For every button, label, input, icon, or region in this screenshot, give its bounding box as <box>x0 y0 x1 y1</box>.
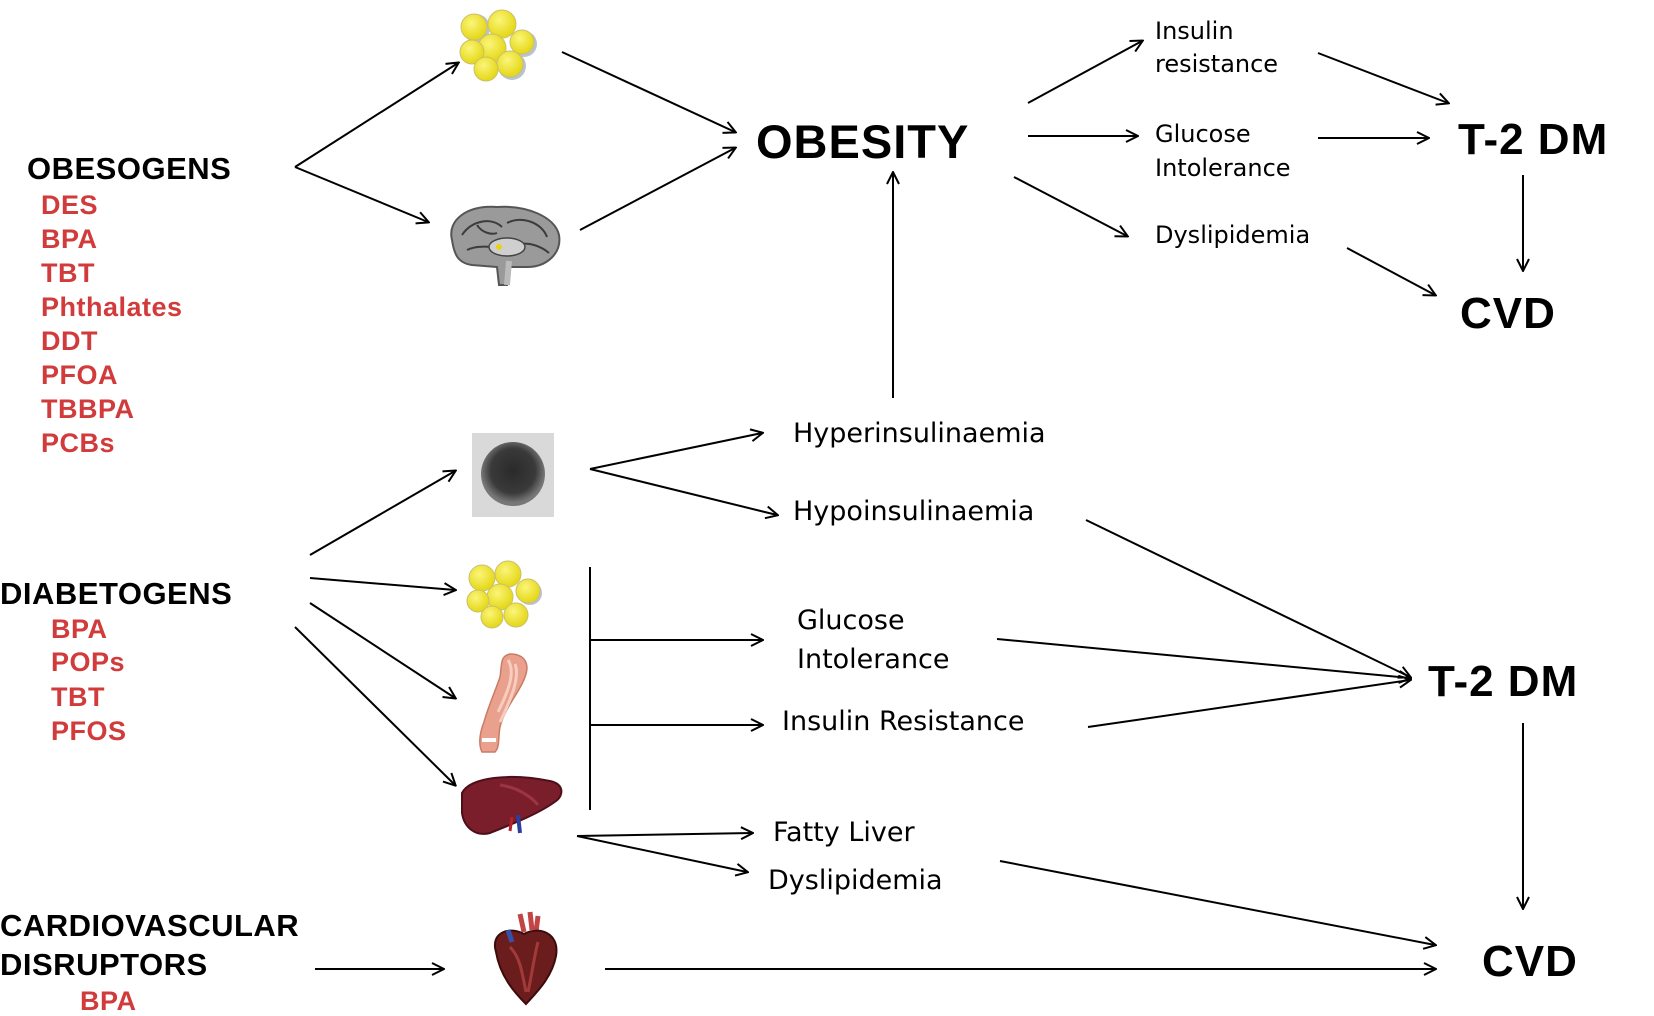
obesogen-chemical: Phthalates <box>41 292 183 322</box>
effect-dyslipidemia: Dyslipidemia <box>768 865 943 896</box>
effect-glucose-intolerance-line1: Glucose <box>1155 120 1251 148</box>
arrow-diabetogens-adipocytes <box>309 577 455 590</box>
arrow-diabetogens-muscle <box>309 602 455 698</box>
adipocyte-cluster-icon <box>459 9 537 82</box>
arrow-obesogens-adipocytes <box>294 63 458 168</box>
cardiovascular-chemical: BPA <box>80 986 137 1016</box>
effect-glucose-intolerance-line1: Glucose <box>797 605 905 636</box>
diabetogens-title: DIABETOGENS <box>0 576 233 611</box>
arrow-islet-hypoinsulinaemia <box>589 468 777 515</box>
arrow-glucose-intolerance-t2dm <box>996 638 1410 678</box>
effect-hypoinsulinaemia: Hypoinsulinaemia <box>793 496 1035 527</box>
arrow-dyslipidemia-cvd <box>1346 247 1435 295</box>
muscle-icon <box>479 653 528 753</box>
arrow-liver-fatty-liver <box>576 833 752 836</box>
arrow-brain-obesity <box>579 148 735 231</box>
obesogen-chemical: PCBs <box>41 428 116 458</box>
effect-insulin-resistance-line1: Insulin <box>1155 17 1234 45</box>
arrow-insulin-resistance-t2dm <box>1317 52 1448 103</box>
pancreatic-islet-icon <box>472 433 554 517</box>
cvd-label-top: CVD <box>1460 289 1556 338</box>
arrow-fatty-liver-cvd <box>999 860 1435 945</box>
brain-icon <box>450 205 561 286</box>
arrow-liver-dyslipidemia <box>576 835 747 872</box>
effect-insulin-resistance-line2: resistance <box>1155 50 1279 78</box>
arrow-adipocytes-obesity <box>561 51 735 132</box>
obesogens-title: OBESOGENS <box>27 151 232 186</box>
t2dm-label-bottom: T-2 DM <box>1428 657 1579 706</box>
arrow-islet-hyperinsulinaemia <box>589 433 762 470</box>
arrow-hypoinsulinaemia-t2dm <box>1085 519 1410 677</box>
arrow-insulin-resistance-t2dm <box>1087 680 1410 728</box>
arrow-diabetogens-liver <box>294 626 455 785</box>
t2dm-label-top: T-2 DM <box>1458 115 1609 164</box>
arrow-diabetogens-islet <box>309 471 455 556</box>
obesogen-chemical: TBBPA <box>41 394 135 424</box>
effect-glucose-intolerance-line2: Intolerance <box>1155 154 1291 182</box>
diabetogen-chemical: BPA <box>51 614 108 644</box>
diabetogen-chemical: POPs <box>51 647 126 677</box>
diabetogen-chemical: TBT <box>51 682 105 712</box>
effect-fatty-liver: Fatty Liver <box>773 817 915 848</box>
heart-icon <box>493 911 558 1006</box>
arrow-obesity-dyslipidemia <box>1013 176 1127 236</box>
diabetogen-chemical: PFOS <box>51 716 127 746</box>
obesogen-chemical: DDT <box>41 326 98 356</box>
obesogen-chemical: BPA <box>41 224 98 254</box>
effect-dyslipidemia: Dyslipidemia <box>1155 221 1311 249</box>
cvd-label-bottom: CVD <box>1482 937 1578 986</box>
arrow-obesogens-brain <box>294 166 428 222</box>
obesogen-chemical: PFOA <box>41 360 119 390</box>
obesogen-chemical: TBT <box>41 258 95 288</box>
effect-insulin-resistance: Insulin Resistance <box>782 706 1025 737</box>
arrow-obesity-insulin-resistance <box>1027 41 1142 104</box>
cardiovascular-title-line1: CARDIOVASCULAR <box>0 908 300 943</box>
obesity-label: OBESITY <box>756 115 970 168</box>
effect-glucose-intolerance-line2: Intolerance <box>797 644 950 675</box>
obesogen-chemical: DES <box>41 190 99 220</box>
liver-icon <box>461 776 563 835</box>
cardiovascular-title-line2: DISRUPTORS <box>0 947 208 982</box>
adipocyte-cluster-icon <box>466 560 542 629</box>
effect-hyperinsulinaemia: Hyperinsulinaemia <box>793 418 1046 449</box>
